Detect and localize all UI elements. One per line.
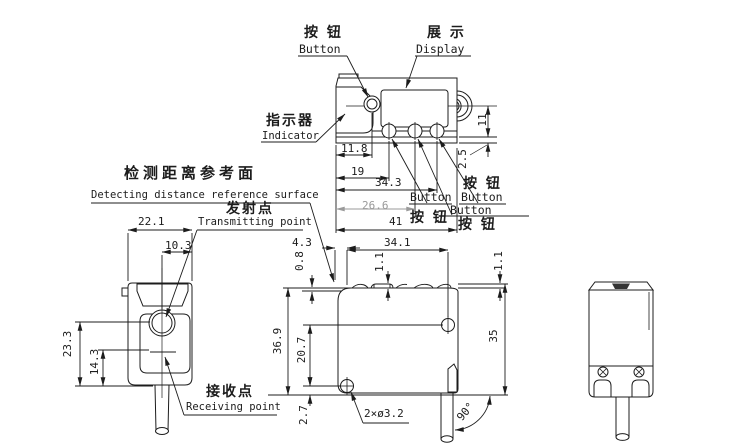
- back-view: [588, 281, 654, 441]
- top-view-step: [338, 73, 359, 78]
- dim-text-26-6: 26.6: [362, 199, 389, 212]
- back-top-notch: [612, 283, 630, 289]
- cable-end: [440, 435, 454, 443]
- dim-text-2-7: 2.7: [296, 405, 310, 425]
- dim-text-10-3: 10.3: [165, 239, 192, 252]
- side-nub: [121, 287, 129, 297]
- dim-text-2-5: 2.5: [455, 149, 469, 169]
- label-button-b-zh: 按 钮: [410, 210, 449, 226]
- dim-text-14-3: 14.3: [87, 348, 101, 376]
- label-button-a-zh: 按 钮: [463, 176, 502, 192]
- cable-end: [155, 427, 169, 435]
- dim-text-0-8: 0.8: [292, 251, 306, 271]
- label-display-zh: 展 示: [427, 25, 466, 41]
- label-indicator-en: Indicator: [262, 130, 319, 142]
- label-detecting-surface-en: Detecting distance reference surface: [91, 189, 319, 201]
- label-button-top-en: Button: [299, 42, 341, 56]
- front-view: [121, 268, 193, 435]
- label-button-top-zh: 按 钮: [304, 25, 343, 41]
- top-view-leaders: [261, 55, 529, 217]
- label-receiving-point-en: Receiving point: [186, 401, 281, 413]
- top-profile-bumps: [351, 283, 452, 289]
- front-inner-frame: [139, 313, 191, 374]
- dim-text-35: 35: [486, 329, 500, 343]
- side-view-body: [337, 287, 459, 394]
- label-transmitting-point-zh: 发射点: [226, 201, 274, 217]
- top-view: [335, 73, 497, 144]
- dim-text-34-1: 34.1: [384, 236, 411, 249]
- hole-note-leader: [350, 391, 364, 424]
- arch-cutout-right: [631, 379, 650, 397]
- hole-note-text: 2×ø3.2: [364, 407, 404, 420]
- cable-end: [615, 433, 630, 441]
- dim-text-1-1-right: 1.1: [491, 251, 505, 271]
- back-view-body: [588, 289, 654, 367]
- back-bottom-plate: [588, 365, 654, 398]
- dim-text-36-9: 36.9: [270, 327, 284, 355]
- dim-text-20-7: 20.7: [294, 336, 308, 364]
- dim-text-22-1: 22.1: [138, 215, 165, 228]
- label-indicator-zh: 指示器: [266, 113, 314, 129]
- cable: [154, 384, 170, 432]
- label-button-a-en: Button: [461, 190, 503, 204]
- dim-text-11: 11: [475, 113, 489, 127]
- label-button-c-zh: 按 钮: [458, 217, 497, 233]
- front-view-leaders: [91, 202, 335, 416]
- arch-cutout-left: [593, 379, 612, 397]
- front-view-body: [127, 282, 193, 386]
- cable: [440, 393, 454, 439]
- label-button-b-en: Button: [410, 190, 452, 204]
- cable: [615, 397, 630, 437]
- display-window: [380, 89, 449, 128]
- dim-text-23-3: 23.3: [60, 330, 74, 358]
- cable-tab: [447, 363, 458, 393]
- dim-text-41: 41: [389, 215, 403, 228]
- label-detecting-surface-zh: 检测距离参考面: [124, 164, 258, 182]
- dim-text-4-3: 4.3: [292, 236, 312, 249]
- label-display-en: Display: [416, 42, 465, 56]
- top-view-dimensions: [335, 105, 497, 233]
- front-view-dimensions: [75, 227, 193, 387]
- label-button-c-en: Button: [450, 203, 492, 217]
- side-view-dimensions: [285, 245, 508, 432]
- dim-text-1-1-left: 1.1: [372, 252, 386, 272]
- label-transmitting-point-en: Transmitting point: [198, 216, 312, 228]
- lens-arcs-icon: [456, 90, 473, 122]
- dim-text-19: 19: [351, 165, 365, 178]
- label-receiving-point-zh: 接收点: [206, 384, 254, 400]
- front-top-window: [136, 283, 189, 307]
- dim-text-34-3: 34.3: [375, 176, 402, 189]
- bend-angle-arc: [454, 395, 492, 432]
- dim-text-11-8: 11.8: [341, 142, 368, 155]
